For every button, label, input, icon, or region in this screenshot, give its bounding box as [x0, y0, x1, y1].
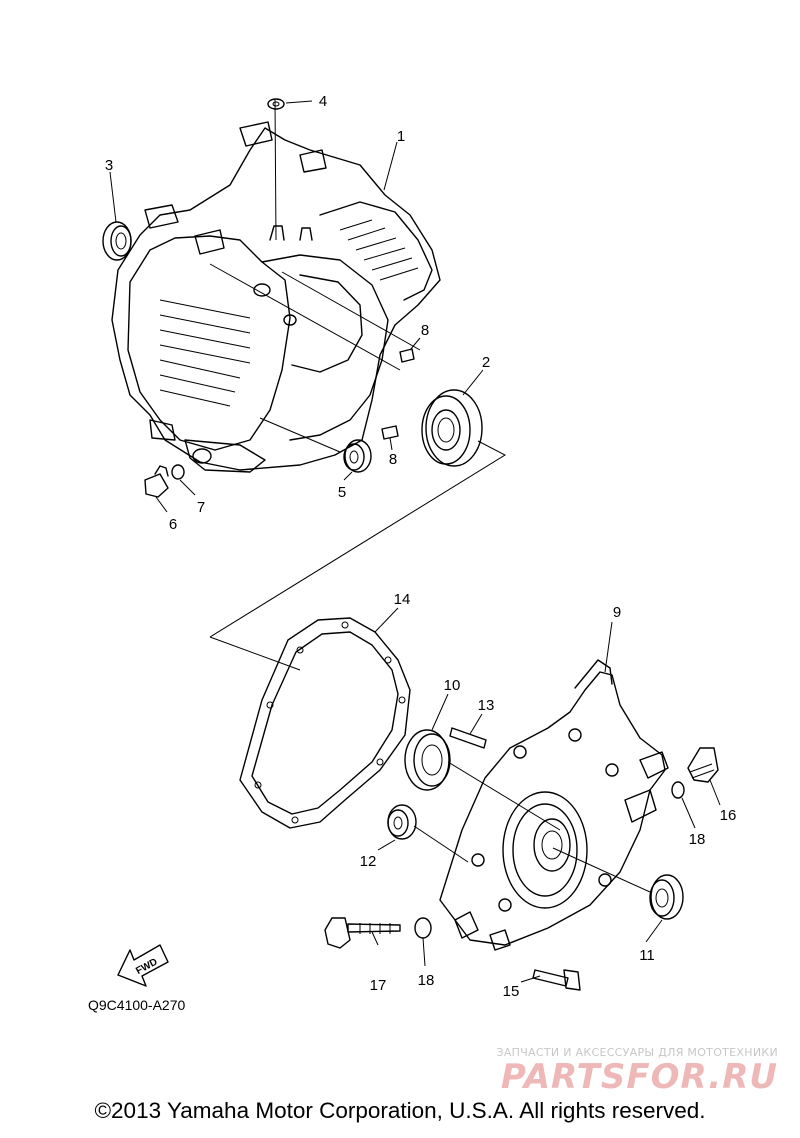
callout-4: 4 [319, 93, 327, 110]
callout-1: 1 [397, 128, 405, 145]
callout-18-right: 18 [689, 831, 706, 848]
upper-small-parts [102, 98, 483, 498]
callout-15: 15 [503, 983, 520, 1000]
callout-12: 12 [360, 853, 377, 870]
copyright-notice: ©2013 Yamaha Motor Corporation, U.S.A. A… [94, 1098, 706, 1123]
callout-3: 3 [105, 157, 113, 174]
callout-labels: 1 2 3 4 5 6 7 8 8 9 10 11 12 13 14 15 16… [105, 93, 737, 1000]
callout-18-lower: 18 [418, 972, 435, 989]
assembly-lines [209, 440, 507, 671]
callout-14: 14 [394, 591, 411, 608]
fwd-arrow-icon: FWD [117, 944, 169, 987]
watermark-tagline: ЗАПЧАСТИ И АКСЕССУАРЫ ДЛЯ МОТОТЕХНИКИ [496, 1046, 778, 1059]
callout-10: 10 [444, 677, 461, 694]
callout-17: 17 [370, 977, 387, 994]
callout-13: 13 [478, 697, 495, 714]
callout-2: 2 [482, 354, 490, 371]
lower-small-parts [324, 727, 719, 991]
watermark-brand: PARTSFOR.RU [501, 1057, 778, 1097]
callout-7: 7 [197, 499, 205, 516]
leader-lines [109, 100, 721, 983]
callout-11: 11 [639, 947, 655, 964]
cover-drawing [439, 659, 669, 951]
gasket-drawing [239, 617, 411, 829]
watermark: ЗАПЧАСТИ И АКСЕССУАРЫ ДЛЯ МОТОТЕХНИКИ PA… [496, 1046, 778, 1097]
callout-6: 6 [169, 516, 177, 533]
crankcase-drawing [111, 99, 441, 473]
callout-8-lower: 8 [389, 451, 397, 468]
callout-5: 5 [338, 484, 346, 501]
callout-9: 9 [613, 604, 621, 621]
diagram-code: Q9C4100-A270 [88, 997, 186, 1013]
callout-8-upper: 8 [421, 322, 429, 339]
callout-16: 16 [720, 807, 737, 824]
